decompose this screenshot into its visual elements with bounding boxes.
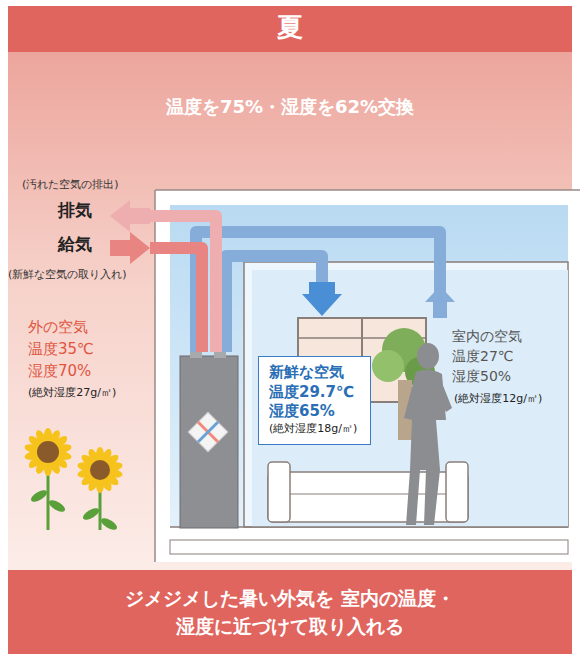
duct xyxy=(150,216,440,352)
room xyxy=(170,205,568,527)
outdoor-humidity: 湿度70% xyxy=(28,362,91,380)
leaf xyxy=(81,506,101,522)
sunflower xyxy=(24,428,73,530)
intake-arrow xyxy=(110,232,150,264)
indoor-abs-humidity: (絶対湿度12g/㎥) xyxy=(454,392,542,405)
box-heading: 新鮮な空気 xyxy=(269,363,360,383)
intake-duct xyxy=(150,248,202,352)
box-value: 温度29.7℃ xyxy=(269,383,360,403)
supply-arrow xyxy=(302,282,342,316)
caption: ジメジメした暑い外気を 室内の温度・湿度に近づけて取り入れる xyxy=(55,584,525,641)
outdoor-heading: 外の空気 xyxy=(28,318,88,336)
room-inner xyxy=(244,262,568,527)
leaf xyxy=(29,488,49,504)
indoor-humidity: 湿度50% xyxy=(452,368,511,385)
air-info-box: 新鮮な空気温度29.7℃湿度65%(絶対湿度18g/㎥) xyxy=(258,356,371,445)
flower-center xyxy=(37,441,59,463)
ventilation-unit xyxy=(180,350,238,528)
sunflower xyxy=(77,447,124,532)
intake-note: (新鮮な空気の取り入れ) xyxy=(8,268,127,281)
exhaust-label: 排気 xyxy=(58,200,92,220)
subtitle: 温度を75%・湿度を62%交換 xyxy=(166,96,414,118)
sunflowers xyxy=(24,428,124,532)
return-arrow xyxy=(425,286,455,318)
supply-duct xyxy=(226,256,322,352)
return-duct xyxy=(196,232,440,352)
box-value: 湿度65% xyxy=(269,402,360,422)
roof-line xyxy=(155,189,580,191)
exhaust-duct xyxy=(150,216,216,352)
indoor-temp: 温度27℃ xyxy=(452,348,514,365)
leaf xyxy=(99,516,119,532)
box-value: (絶対湿度18g/㎥) xyxy=(269,422,360,436)
indoor-heading: 室内の空気 xyxy=(452,328,522,345)
exhaust-arrow xyxy=(110,200,150,232)
background xyxy=(8,52,572,570)
room-inner-wall xyxy=(252,270,568,527)
outdoor-temp: 温度35℃ xyxy=(28,340,94,358)
intake-label: 給気 xyxy=(58,234,92,254)
outdoor-abs-humidity: (絶対湿度27g/㎥) xyxy=(28,386,116,399)
flower-center xyxy=(90,460,110,480)
leaf xyxy=(47,498,67,514)
exhaust-note: (汚れた空気の排出) xyxy=(22,178,119,191)
person xyxy=(404,343,452,525)
caption-band xyxy=(8,570,572,654)
floor xyxy=(170,540,568,554)
title: 夏 xyxy=(0,12,580,43)
